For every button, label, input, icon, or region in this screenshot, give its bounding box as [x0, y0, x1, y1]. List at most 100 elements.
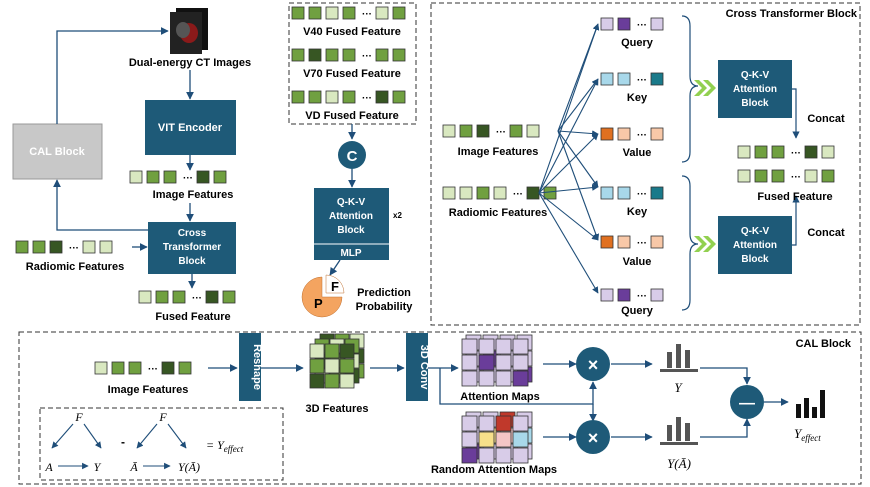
cube-cell — [324, 358, 340, 374]
feature-cell — [493, 186, 507, 200]
key-label-lower: Key — [627, 206, 648, 218]
feature-cell — [392, 48, 406, 62]
ellipsis-mark: ··· — [183, 173, 193, 184]
attention-maps-label: Attention Maps — [460, 391, 539, 403]
key-label-upper: Key — [627, 92, 648, 104]
value-strip-lower: ··· — [600, 235, 664, 249]
cube-cell — [339, 343, 355, 359]
query-strip-lower: ··· — [600, 288, 664, 302]
feature-cell — [129, 170, 143, 184]
v70-label: V70 Fused Feature — [303, 68, 401, 80]
random-attention-maps-grid — [461, 411, 533, 464]
cal-block-box — [12, 123, 103, 180]
eq-right-f: F — [158, 410, 167, 424]
y-effect-label: Yeffect — [794, 426, 821, 443]
feature-cell — [32, 240, 46, 254]
attention-cell — [512, 370, 529, 387]
feature-cell — [342, 90, 356, 104]
cube-cell — [309, 343, 325, 359]
random-attention-cell — [461, 431, 478, 448]
feature-cell — [222, 290, 236, 304]
cube-cell — [309, 358, 325, 374]
cross-transformer-line1: Cross — [178, 228, 207, 239]
feature-cell — [308, 48, 322, 62]
feature-cell — [99, 240, 113, 254]
arrow-qkv-upper-out — [792, 88, 800, 139]
3d-features-cube — [309, 333, 365, 389]
feature-cell — [392, 90, 406, 104]
cross-transformer-title: Cross Transformer Block — [726, 8, 858, 20]
attention-cell — [478, 338, 495, 355]
random-attention-cell — [495, 415, 512, 432]
random-attention-cell — [512, 431, 529, 448]
attention-cell — [495, 354, 512, 371]
feature-cell — [617, 72, 631, 86]
attention-cell — [478, 354, 495, 371]
image-features-label-tr: Image Features — [458, 146, 539, 158]
arrow-cross-to-cal — [53, 179, 148, 231]
random-attention-cell — [461, 415, 478, 432]
feature-cell — [804, 169, 818, 183]
feature-cell — [617, 235, 631, 249]
query-label-upper: Query — [621, 37, 654, 49]
image-features-label-bottom: Image Features — [108, 384, 189, 396]
ellipsis-mark: ··· — [513, 189, 523, 200]
ellipsis-mark: ··· — [362, 51, 372, 62]
key-strip-upper: ··· — [600, 72, 664, 86]
prediction-line2: Probability — [356, 301, 414, 313]
feature-cell — [49, 240, 63, 254]
panel-top-middle — [288, 2, 417, 125]
eq-left-f: F — [74, 410, 83, 424]
ct-image-icon — [170, 8, 208, 54]
causal-graph-right — [136, 423, 187, 470]
random-attention-cell — [478, 415, 495, 432]
feature-cell — [476, 124, 490, 138]
qkv-mid-line2: Attention — [329, 211, 373, 222]
multiply-symbol-lower: × — [588, 428, 599, 448]
feature-cell — [291, 6, 305, 20]
attention-cell — [461, 338, 478, 355]
attention-cell — [461, 354, 478, 371]
ellipsis-mark: ··· — [362, 9, 372, 20]
chevron-icon-upper — [694, 80, 716, 96]
eq-right-abar: Ā — [129, 460, 138, 474]
feature-cell — [161, 361, 175, 375]
fused-feature-label-tr: Fused Feature — [757, 191, 832, 203]
qkv-lower-line1: Q-K-V — [741, 226, 770, 237]
qkv-mid-line3: Block — [337, 225, 365, 236]
feature-cell — [650, 127, 664, 141]
feature-cell — [163, 170, 177, 184]
attention-cell — [512, 338, 529, 355]
cube-cell — [324, 373, 340, 389]
feature-cell — [737, 169, 751, 183]
brace-lower — [681, 175, 699, 311]
feature-cell — [650, 186, 664, 200]
image-features-strip-tl: ··· — [129, 170, 227, 184]
feature-cell — [342, 6, 356, 20]
feature-cell — [617, 17, 631, 31]
random-attention-maps-label: Random Attention Maps — [431, 464, 557, 476]
qkv-box-lower — [718, 216, 792, 274]
eq-result: = Yeffect — [206, 438, 244, 454]
vd-label: VD Fused Feature — [305, 110, 399, 122]
feature-cell — [650, 235, 664, 249]
radiomic-features-strip-tr: ··· — [442, 186, 557, 200]
bar-chart-icon-y-abar — [660, 417, 698, 445]
attention-cell — [495, 370, 512, 387]
cross-transformer-box — [148, 222, 236, 274]
feature-cell — [821, 169, 835, 183]
ellipsis-mark: ··· — [637, 291, 647, 302]
feature-cell — [291, 48, 305, 62]
feature-cell — [754, 145, 768, 159]
feature-cell — [600, 288, 614, 302]
fused-feature-strip-tl: ··· — [138, 290, 236, 304]
cal-connection-lines — [439, 360, 789, 441]
feature-cell — [205, 290, 219, 304]
fused-feature-label-tl: Fused Feature — [155, 311, 230, 323]
radiomic-features-strip-tl: ··· — [15, 240, 113, 254]
ellipsis-mark: ··· — [637, 238, 647, 249]
v40-fused-strip: ··· — [291, 6, 406, 20]
ellipsis-mark: ··· — [362, 93, 372, 104]
multiply-node-upper — [576, 347, 610, 381]
attention-maps-grid — [461, 334, 533, 387]
